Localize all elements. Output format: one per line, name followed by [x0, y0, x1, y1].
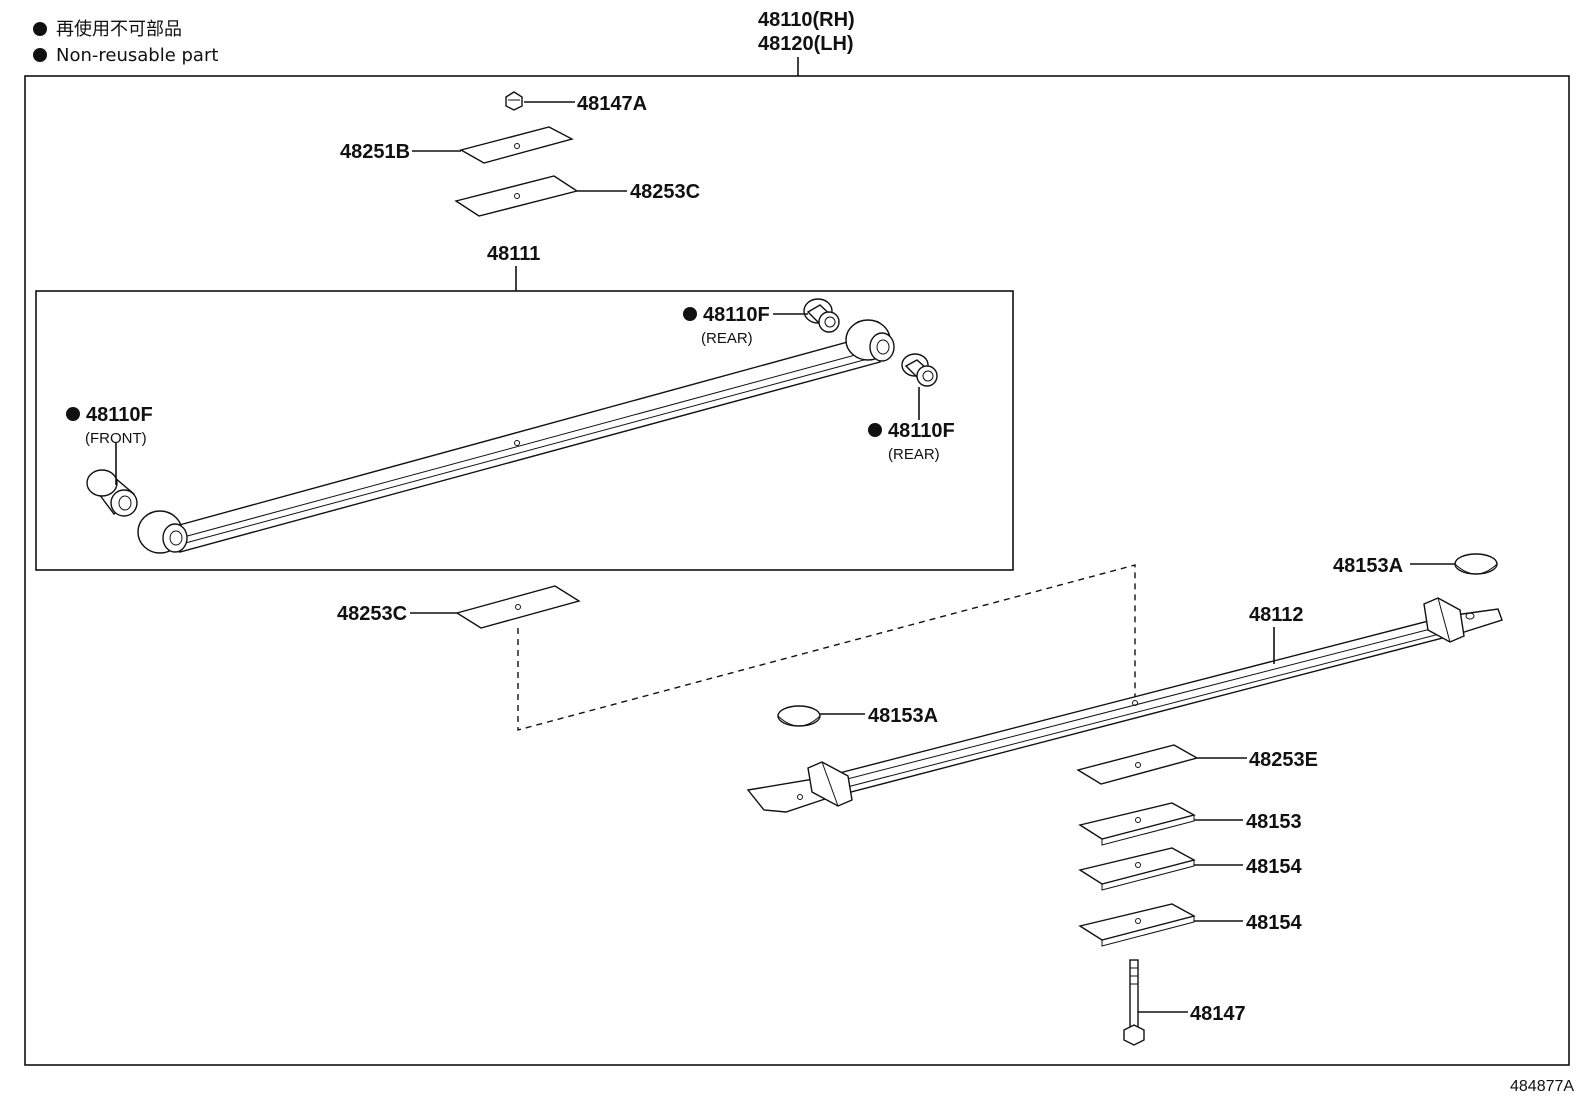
non-reusable-dot-icon [868, 423, 882, 437]
assembly-label-lh: 48120(LH) [758, 33, 854, 55]
label-48153A-right: 48153A [1333, 555, 1403, 577]
label-48110F-rear-top: 48110F [703, 304, 770, 326]
note-rear-top: (REAR) [701, 330, 753, 347]
cap-48153A-left: 48153A [777, 705, 938, 727]
spacer-48153: 48153 [1078, 802, 1302, 846]
plate-48253C-mid: 48253C [337, 585, 581, 629]
assembly-frame [24, 75, 1570, 1066]
label-48154-b: 48154 [1246, 912, 1302, 934]
note-front: (FRONT) [85, 430, 147, 447]
alignment-dashed-line [517, 564, 1136, 731]
label-48147A: 48147A [577, 93, 647, 115]
spacer-48154-b: 48154 [1078, 903, 1302, 947]
label-48112: 48112 [1249, 604, 1304, 626]
label-48154-a: 48154 [1246, 856, 1302, 878]
label-48253E: 48253E [1249, 749, 1318, 771]
legend-english: Non-reusable part [56, 45, 218, 66]
bushing-48110F-rear: 48110F (REAR) [868, 353, 955, 463]
diagram-id: 484877A [1510, 1078, 1574, 1095]
spacer-48154-a: 48154 [1078, 847, 1302, 891]
legend-japanese: 再使用不可部品 [56, 19, 182, 40]
non-reusable-dot-icon [683, 307, 697, 321]
non-reusable-dot-icon [33, 22, 47, 36]
nut-48147A: 48147A [505, 91, 647, 115]
bushing-48110F-front: 48110F (FRONT) [66, 404, 153, 517]
bushing-48110F-rear-top: 48110F (REAR) [683, 298, 840, 347]
subassembly-frame-48111 [35, 290, 1014, 571]
non-reusable-dot-icon [33, 48, 47, 62]
label-48153A-left: 48153A [868, 705, 938, 727]
plate-48251B: 48251B [340, 126, 574, 164]
assembly-label-rh: 48110(RH) [758, 9, 855, 31]
cap-48153A-right: 48153A [1333, 553, 1498, 577]
plate-48253C-top: 48253C [454, 175, 700, 217]
label-48251B: 48251B [340, 141, 410, 163]
label-48111: 48111 [487, 243, 540, 265]
label-48147: 48147 [1190, 1003, 1246, 1025]
secondary-leaf-48112: 48112 [746, 597, 1503, 813]
center-bolt-48147: 48147 [1123, 959, 1246, 1046]
legend: 再使用不可部品 Non-reusable part [33, 19, 218, 66]
label-48253C-mid: 48253C [337, 603, 407, 625]
label-48153: 48153 [1246, 811, 1302, 833]
main-leaf-spring [137, 319, 895, 554]
label-48253C-top: 48253C [630, 181, 700, 203]
label-48110F-rear: 48110F [888, 420, 955, 442]
label-48110F-front: 48110F [86, 404, 153, 426]
note-rear: (REAR) [888, 446, 940, 463]
plate-48253E: 48253E [1076, 744, 1318, 785]
non-reusable-dot-icon [66, 407, 80, 421]
